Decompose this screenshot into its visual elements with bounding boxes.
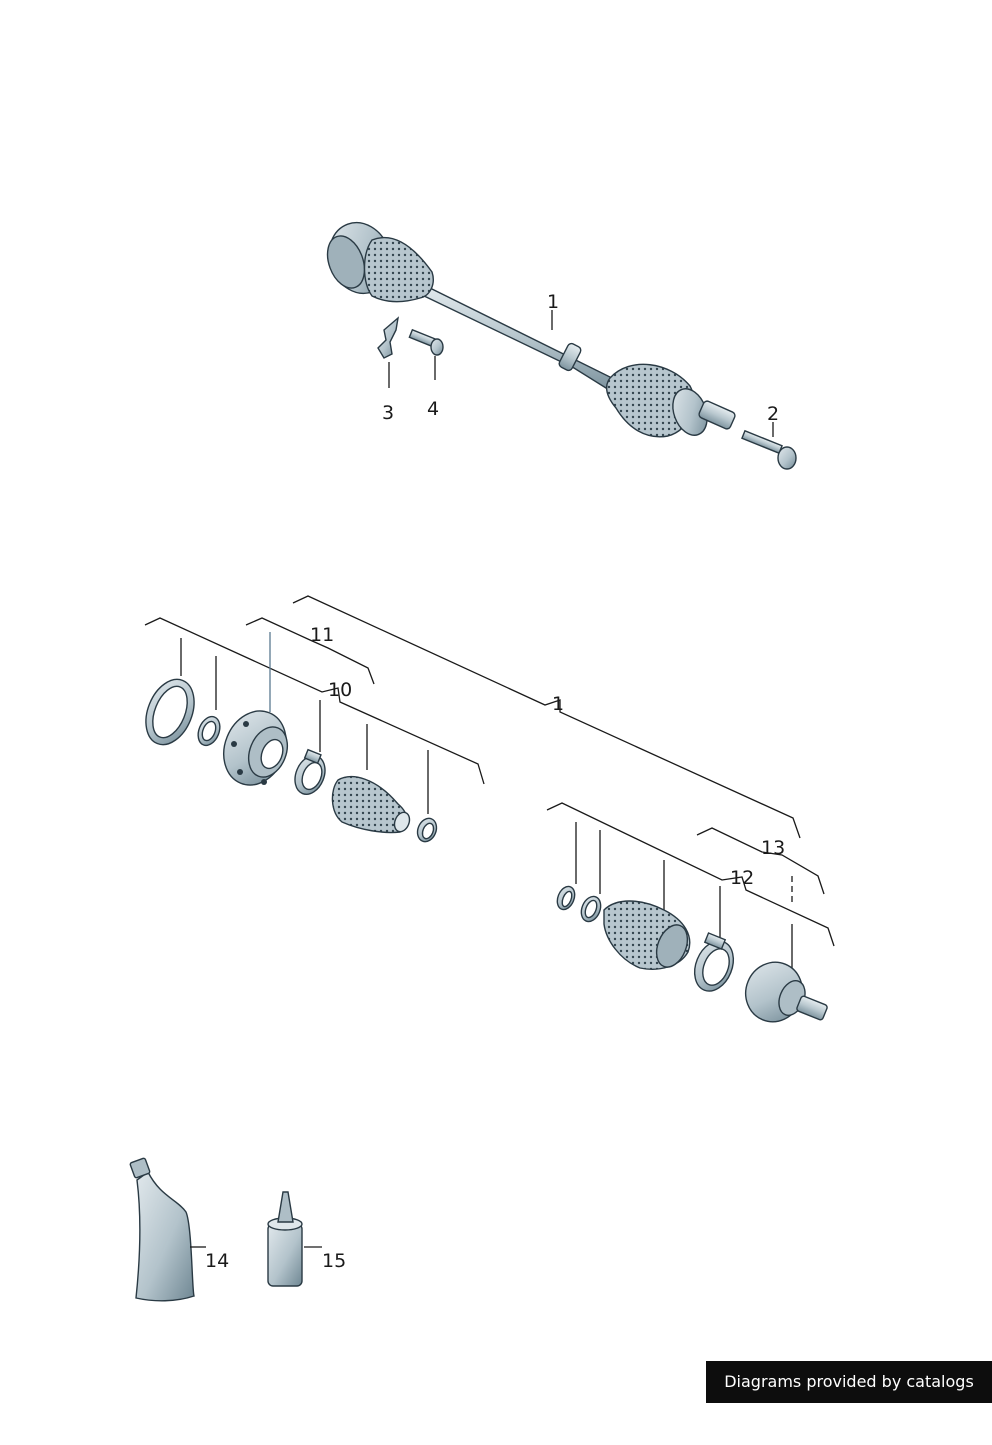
bracket-line-13	[696, 827, 825, 895]
hose-clamp-small-outer[interactable]	[554, 884, 578, 912]
hose-clamp-large[interactable]	[290, 748, 331, 799]
bracket-line-11	[245, 617, 375, 685]
grease-tube[interactable]	[129, 1157, 195, 1302]
bracket-line-12	[546, 802, 835, 947]
callout-3: 3	[382, 402, 394, 424]
sealant-bottle[interactable]	[267, 1191, 303, 1287]
hose-clamp-small[interactable]	[414, 816, 440, 845]
callout-1-top: 1	[547, 291, 559, 313]
callout-2: 2	[767, 403, 779, 425]
footer-credit: Diagrams provided by catalogs parts	[706, 1361, 992, 1433]
boot-inner-joint[interactable]	[331, 776, 412, 834]
boot-outer-joint[interactable]	[603, 900, 693, 972]
o-ring[interactable]	[194, 713, 224, 748]
callout-4: 4	[427, 398, 439, 420]
lock-plate[interactable]	[377, 316, 400, 359]
callout-12: 12	[730, 867, 754, 889]
hex-bolt[interactable]	[741, 429, 797, 470]
bracket-line-10	[144, 617, 485, 785]
callout-11: 11	[310, 624, 334, 646]
o-ring-outer[interactable]	[578, 894, 604, 925]
callout-13: 13	[761, 837, 785, 859]
hex-socket-bolt[interactable]	[408, 328, 444, 356]
drive-shaft-assembly[interactable]	[319, 214, 736, 440]
cv-joint-outer[interactable]	[737, 954, 828, 1031]
callout-15: 15	[322, 1250, 346, 1272]
callout-1-kit: 1	[552, 693, 564, 715]
exploded-parts-diagram: 1 2 3 4	[129, 214, 835, 1302]
dust-cover-ring[interactable]	[137, 672, 203, 752]
callout-10: 10	[328, 679, 352, 701]
callout-14: 14	[205, 1250, 229, 1272]
bracket-line-kit-1	[292, 595, 801, 839]
cv-joint-inner[interactable]	[213, 702, 297, 795]
hose-clamp-large-outer[interactable]	[688, 932, 741, 997]
